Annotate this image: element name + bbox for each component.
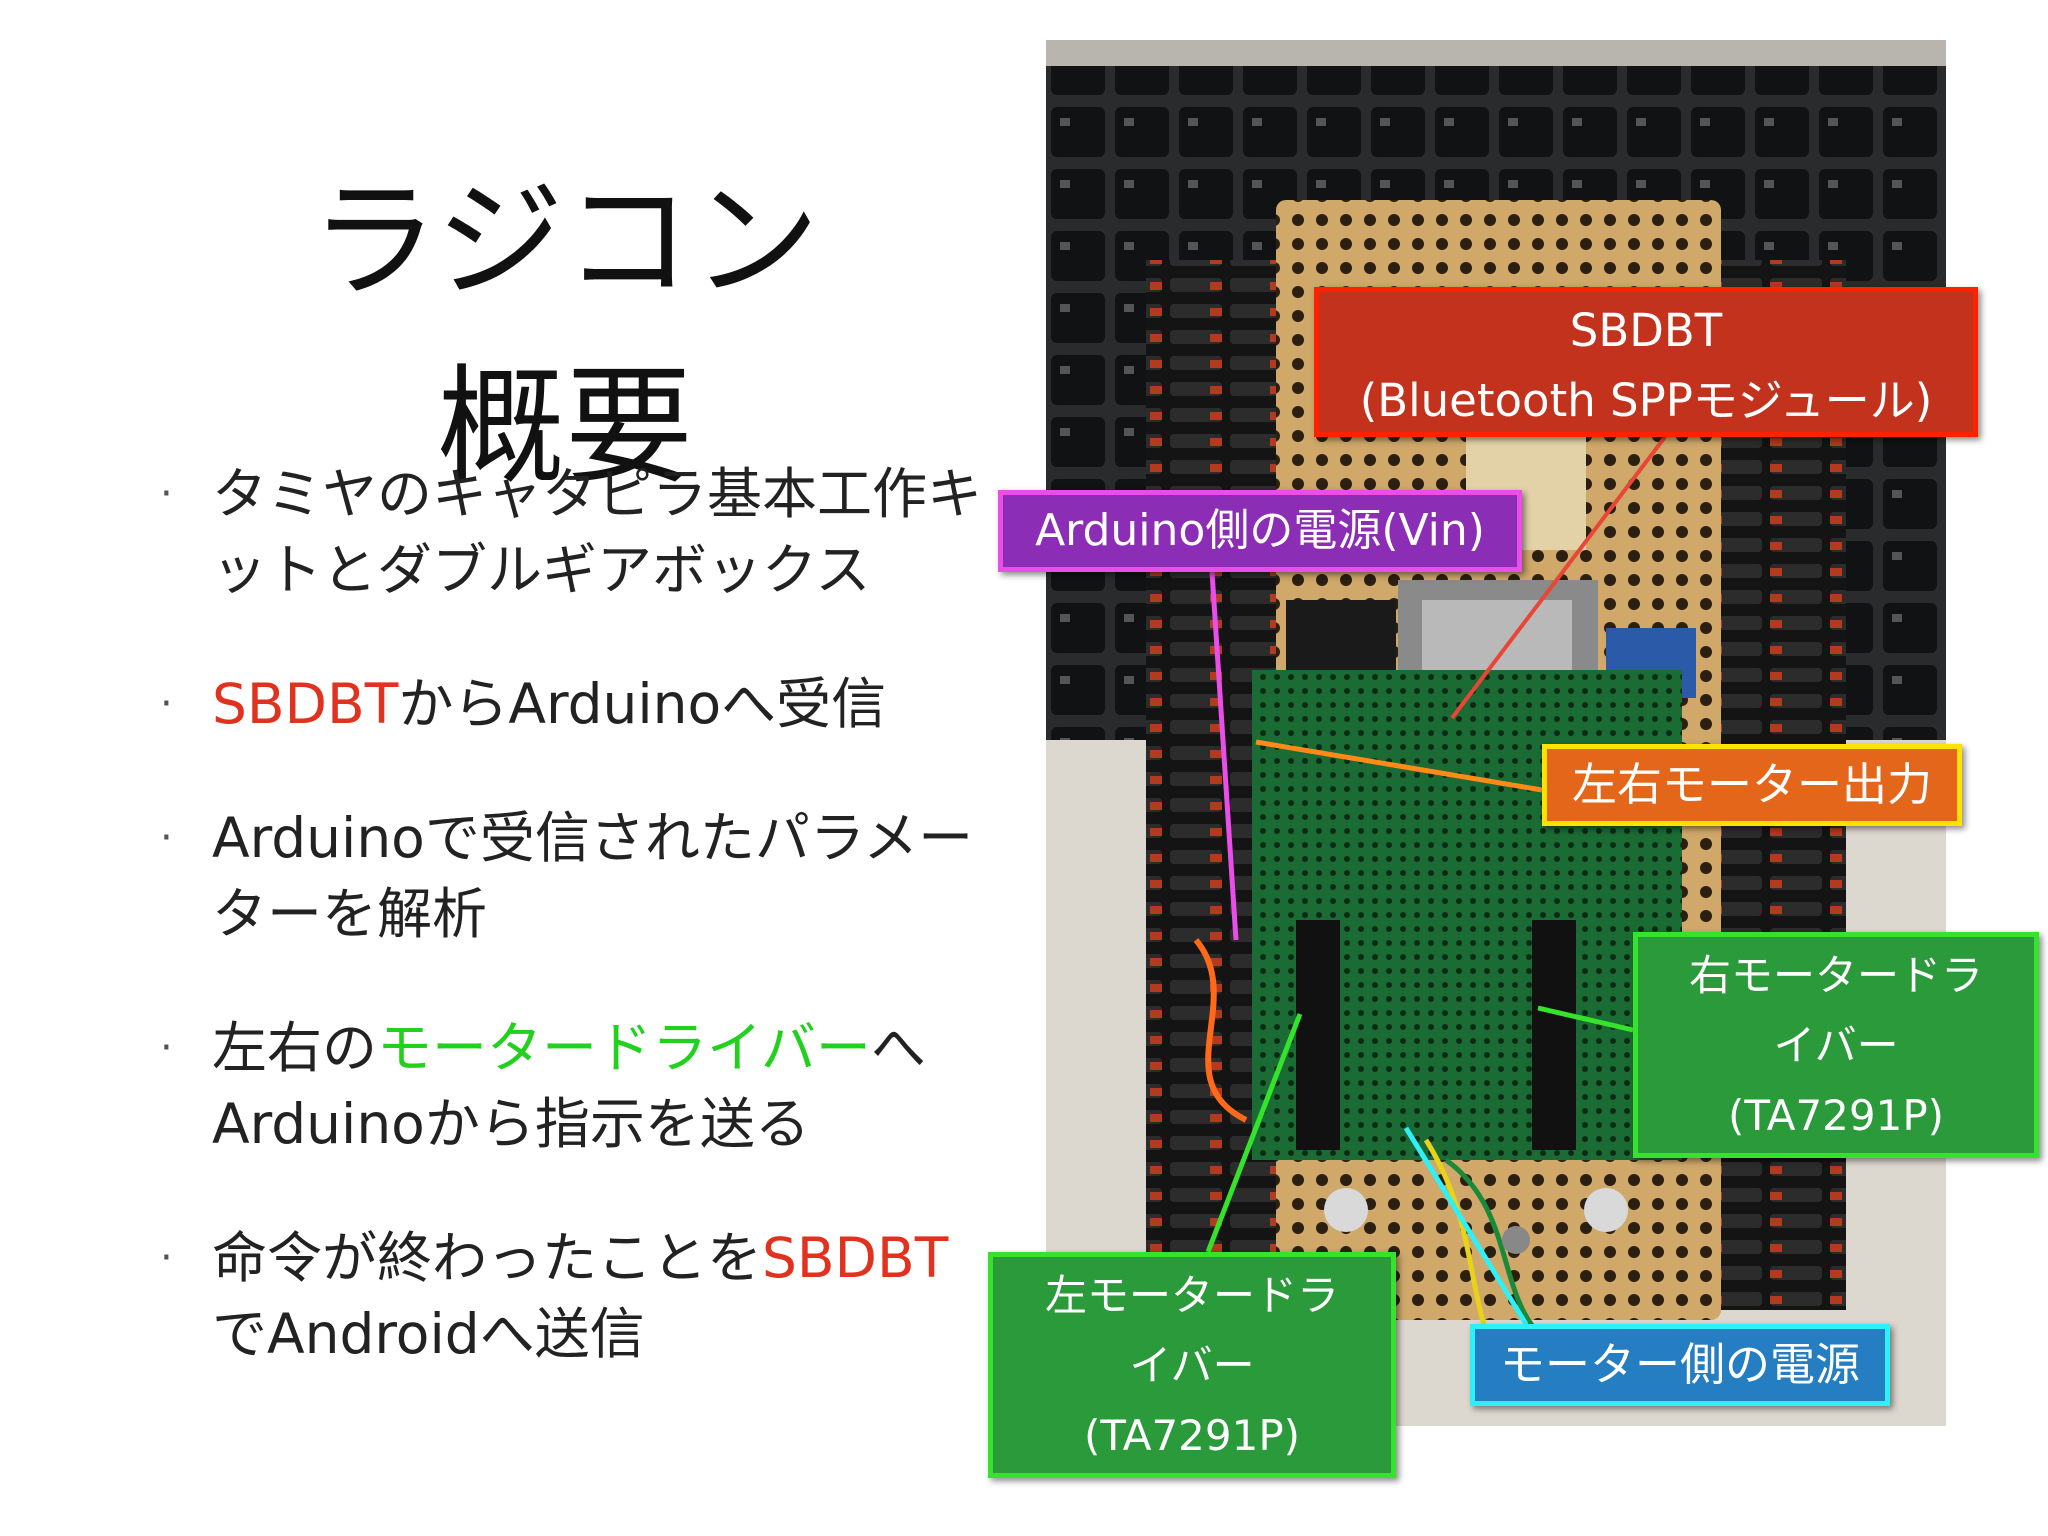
- bullet-dot-icon: ·: [160, 815, 173, 861]
- highlight-motor-driver: モータードライバー: [377, 1016, 871, 1080]
- robot-photo: [1046, 40, 1946, 1426]
- bullet-dot-icon: ·: [160, 471, 173, 517]
- callout-sbdbt: SBDBT (Bluetooth SPPモジュール): [1314, 287, 1978, 437]
- callout-left-motor-driver: 左モータードラ イバー (TA7291P): [988, 1252, 1396, 1478]
- highlight-sbdbt: SBDBT: [762, 1226, 949, 1290]
- bullet-item-driver: ·左右のモータードライバーへArduinoから指示を送る: [160, 1010, 1000, 1162]
- bullet-list: ·タミヤのキャタピラ基本工作キットとダブルギアボックス ·SBDBTからArdu…: [160, 456, 1000, 1372]
- callout-motor-power: モーター側の電源: [1470, 1324, 1890, 1406]
- callout-right-motor-driver: 右モータードラ イバー (TA7291P): [1633, 932, 2039, 1158]
- slide-title-line2: 概要: [436, 352, 693, 502]
- bullet-item-kit: ·タミヤのキャタピラ基本工作キットとダブルギアボックス: [160, 456, 1000, 608]
- bullet-item-parse: ·Arduinoで受信されたパラメーターを解析: [160, 800, 1000, 952]
- bullet-dot-icon: ·: [160, 681, 173, 727]
- bullet-item-receive: ·SBDBTからArduinoへ受信: [160, 666, 1000, 742]
- slide-title-line1: ラジコン: [310, 166, 820, 316]
- bullet-dot-icon: ·: [160, 1025, 173, 1071]
- highlight-sbdbt: SBDBT: [212, 672, 399, 736]
- callout-lr-motor-output: 左右モーター出力: [1542, 744, 1962, 826]
- callout-arduino-vin: Arduino側の電源(Vin): [998, 490, 1522, 572]
- bullet-dot-icon: ·: [160, 1235, 173, 1281]
- bullet-item-send: ·命令が終わったことをSBDBTでAndroidへ送信: [160, 1220, 1000, 1372]
